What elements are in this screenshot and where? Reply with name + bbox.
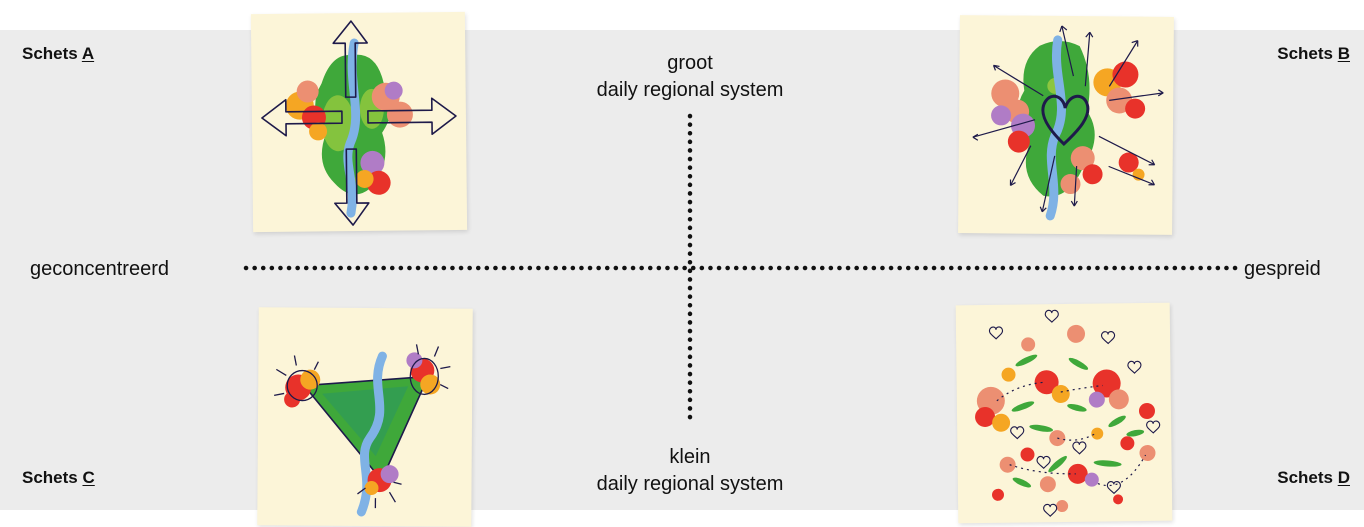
sketch-b-letter: B (1338, 44, 1350, 63)
sketch-b-label: Schets B (1277, 44, 1350, 64)
sketch-c-label: Schets C (22, 468, 95, 488)
sketch-a-letter: A (82, 44, 94, 63)
sketch-b-drawing (958, 15, 1174, 235)
sketch-a-prefix: Schets (22, 44, 82, 63)
axis-label-small-system: klein daily regional system (490, 444, 890, 498)
sketch-a-drawing (251, 12, 467, 232)
sketch-d-letter: D (1338, 468, 1350, 487)
sketch-d-prefix: Schets (1277, 468, 1337, 487)
sketch-c-note (257, 307, 473, 526)
sketch-d-note (956, 303, 1173, 524)
sketch-d-drawing (956, 303, 1173, 524)
sketch-b-note (958, 15, 1174, 235)
sketch-d-label: Schets D (1277, 468, 1350, 488)
axis-label-small: klein (490, 444, 890, 471)
sketch-c-drawing (257, 307, 473, 526)
axis-label-spread: gespreid (1244, 258, 1321, 281)
sketch-d-blobs (974, 324, 1156, 513)
sketch-a-note (251, 12, 467, 232)
sketch-b-prefix: Schets (1277, 44, 1337, 63)
axis-label-small-subtitle: daily regional system (490, 471, 890, 498)
sketch-a-label: Schets A (22, 44, 94, 64)
sketch-c-letter: C (82, 468, 94, 487)
sketch-c-prefix: Schets (22, 468, 82, 487)
axis-label-large-subtitle: daily regional system (490, 77, 890, 104)
axis-label-large: groot (490, 50, 890, 77)
axis-label-concentrated: geconcentreerd (30, 258, 169, 281)
axis-label-large-system: groot daily regional system (490, 50, 890, 104)
